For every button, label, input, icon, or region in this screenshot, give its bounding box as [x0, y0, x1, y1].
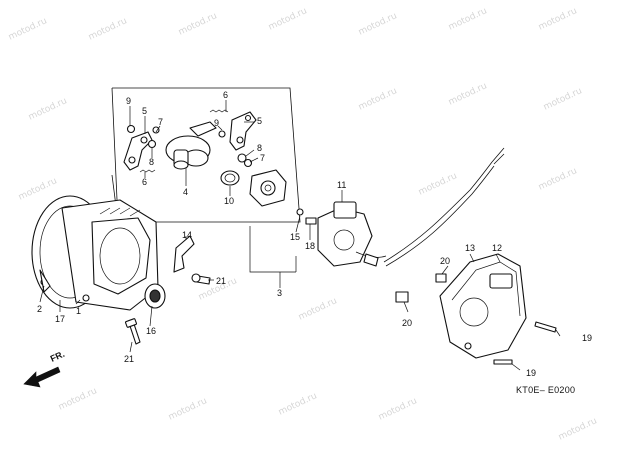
watermark: motod.ru — [447, 6, 489, 33]
watermark: motod.ru — [177, 11, 219, 38]
front-direction-indicator: FR. — [23, 349, 66, 388]
callout-labels: 9 5 7 8 6 4 6 9 5 8 7 10 11 14 15 18 3 2… — [37, 90, 592, 378]
watermark: motod.ru — [277, 391, 319, 418]
governor-parts — [123, 109, 287, 207]
watermark: motod.ru — [357, 11, 399, 38]
pulser-generator — [296, 147, 505, 267]
callout-15: 15 — [290, 232, 300, 242]
diagram-code: KT0E– E0200 — [516, 385, 575, 395]
callout-19: 19 — [582, 333, 592, 343]
left-crankcase-cover — [31, 195, 159, 311]
bolt — [125, 318, 141, 345]
watermark: motod.ru — [542, 86, 584, 113]
callout-19: 19 — [526, 368, 536, 378]
callout-5: 5 — [142, 106, 147, 116]
watermark: motod.ru — [267, 6, 309, 33]
watermark: motod.ru — [297, 296, 339, 323]
callout-21: 21 — [216, 276, 226, 286]
front-arrow-icon — [23, 366, 61, 388]
callout-21: 21 — [124, 354, 134, 364]
watermark: motod.ru — [417, 171, 459, 198]
watermark: motod.ru — [447, 81, 489, 108]
watermark: motod.ru — [377, 396, 419, 423]
callout-12: 12 — [492, 243, 502, 253]
callout-18: 18 — [305, 241, 315, 251]
callout-9: 9 — [126, 96, 131, 106]
callout-13: 13 — [465, 243, 475, 253]
callout-6: 6 — [223, 90, 228, 100]
callout-2: 2 — [37, 304, 42, 314]
watermark: motod.ru — [57, 386, 99, 413]
watermark: motod.ru — [537, 166, 579, 193]
watermark: motod.ru — [27, 96, 69, 123]
callout-17: 17 — [55, 314, 65, 324]
leader-lines — [39, 100, 561, 371]
callout-11: 11 — [337, 180, 346, 190]
right-cover — [395, 253, 557, 365]
callout-14: 14 — [182, 230, 192, 240]
watermark: motod.ru — [87, 16, 129, 43]
watermark: motod.ru — [7, 16, 49, 43]
callout-8: 8 — [257, 143, 262, 153]
callout-8: 8 — [149, 157, 154, 167]
callout-20: 20 — [440, 256, 450, 266]
watermark: motod.ru — [557, 416, 599, 443]
watermark: motod.ru — [357, 86, 399, 113]
oil-seal — [144, 283, 166, 309]
callout-3: 3 — [277, 288, 282, 298]
front-label: FR. — [49, 349, 66, 364]
callout-10: 10 — [224, 196, 234, 206]
callout-7: 7 — [260, 153, 265, 163]
watermark: motod.ru — [537, 6, 579, 33]
callout-4: 4 — [183, 187, 188, 197]
watermark: motod.ru — [17, 176, 59, 203]
cable-bracket — [173, 235, 211, 285]
callout-1: 1 — [76, 306, 81, 316]
callout-7: 7 — [158, 117, 163, 127]
callout-20: 20 — [402, 318, 412, 328]
callout-6: 6 — [142, 177, 147, 187]
callout-5: 5 — [257, 116, 262, 126]
callout-9: 9 — [214, 118, 219, 128]
watermark: motod.ru — [167, 396, 209, 423]
callout-16: 16 — [146, 326, 156, 336]
